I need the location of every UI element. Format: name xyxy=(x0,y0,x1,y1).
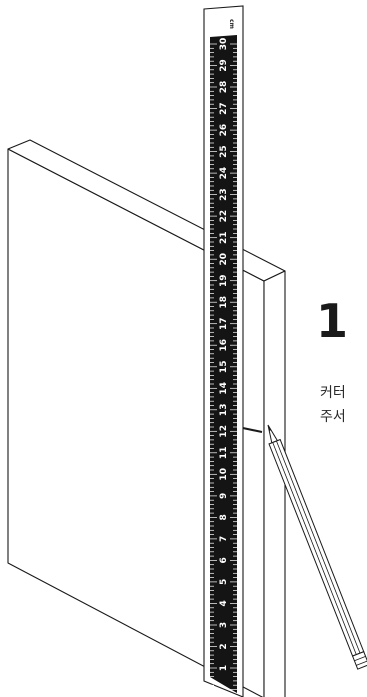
board-side-edge xyxy=(263,270,286,697)
ruler-number: 27 xyxy=(219,102,229,115)
ruler-number: 12 xyxy=(219,425,229,438)
ruler-number: 11 xyxy=(219,447,229,460)
pencil-facet-line xyxy=(276,440,361,654)
ruler-number: 20 xyxy=(219,253,229,266)
ruler-number: 4 xyxy=(219,600,229,606)
ruler-number: 13 xyxy=(219,404,229,417)
ruler-number: 15 xyxy=(219,361,229,374)
ruler-number: 6 xyxy=(219,557,229,563)
ruler-number: 8 xyxy=(219,514,229,520)
step-number: 1 xyxy=(316,294,349,348)
ruler-number: 19 xyxy=(219,274,229,287)
pencil-ferrule-band xyxy=(354,655,366,662)
caption-line: 주서 xyxy=(320,409,346,425)
ruler-ticks xyxy=(210,43,237,690)
pencil-facet-line xyxy=(272,442,357,655)
ruler-scale-band xyxy=(210,35,237,693)
ruler-number: 14 xyxy=(219,382,229,395)
ruler-number: 16 xyxy=(219,339,229,352)
ruler-unit-label: cm xyxy=(228,19,235,29)
ruler-number: 1 xyxy=(219,665,229,671)
ruler-number: 24 xyxy=(219,167,229,180)
pencil-icon xyxy=(267,424,367,670)
ruler-number: 22 xyxy=(219,210,229,223)
ruler-number: 18 xyxy=(219,296,229,309)
ruler-number: 7 xyxy=(219,536,229,542)
ruler-number: 28 xyxy=(219,81,229,94)
pencil-lead xyxy=(268,425,272,431)
ruler-number: 5 xyxy=(219,579,229,585)
ruler-number: 10 xyxy=(219,468,229,481)
ruler-number: 29 xyxy=(219,59,229,72)
ruler-number: 25 xyxy=(219,145,229,158)
ruler-number: 17 xyxy=(219,317,229,330)
caption-line: 커터 xyxy=(320,385,346,401)
ruler-number: 2 xyxy=(219,643,229,649)
ruler-numbers: 1234567891011121314151617181920212223242… xyxy=(219,38,229,671)
ruler-number: 23 xyxy=(219,188,229,201)
ruler-number: 30 xyxy=(219,38,229,51)
ruler-number: 26 xyxy=(219,124,229,137)
pencil-ferrule-band xyxy=(356,660,367,666)
ruler: 1234567891011121314151617181920212223242… xyxy=(203,5,244,697)
step-caption: 커터 주서 xyxy=(320,381,346,429)
ruler-number: 21 xyxy=(219,231,229,244)
ruler-number: 9 xyxy=(219,493,229,499)
ruler-number: 3 xyxy=(219,622,229,628)
pencil-ferrule xyxy=(351,651,367,670)
